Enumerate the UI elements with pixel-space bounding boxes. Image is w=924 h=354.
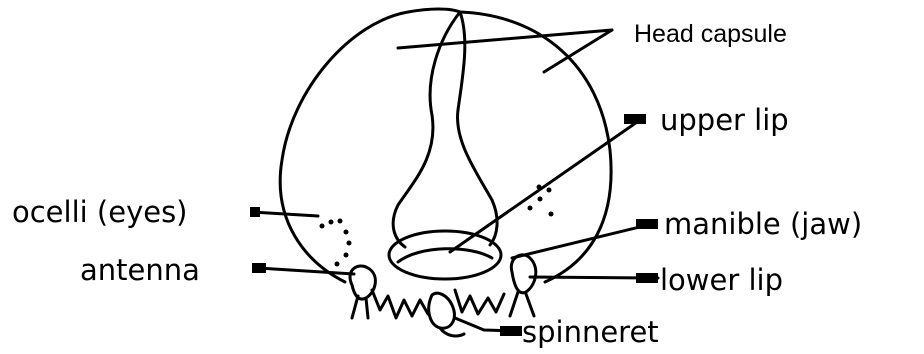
spinneret-shape xyxy=(429,293,455,328)
head-capsule-outline xyxy=(280,9,611,282)
label-lower-lip: lower lip xyxy=(660,266,783,295)
label-ocelli: ocelli (eyes) xyxy=(12,198,188,227)
label-head-capsule: Head capsule xyxy=(634,22,787,47)
leader-head-capsule-left xyxy=(398,30,612,48)
label-spinneret: spinneret xyxy=(522,318,659,347)
label-antenna: antenna xyxy=(80,256,200,285)
label-upper-lip: upper lip xyxy=(660,106,789,135)
right-antenna-shape xyxy=(511,255,535,293)
leader-mandible xyxy=(512,224,652,258)
leader-ocelli xyxy=(252,212,318,216)
leader-antenna xyxy=(258,268,354,274)
label-mandible: manible (jaw) xyxy=(664,210,862,239)
left-antenna-shape xyxy=(350,266,375,299)
